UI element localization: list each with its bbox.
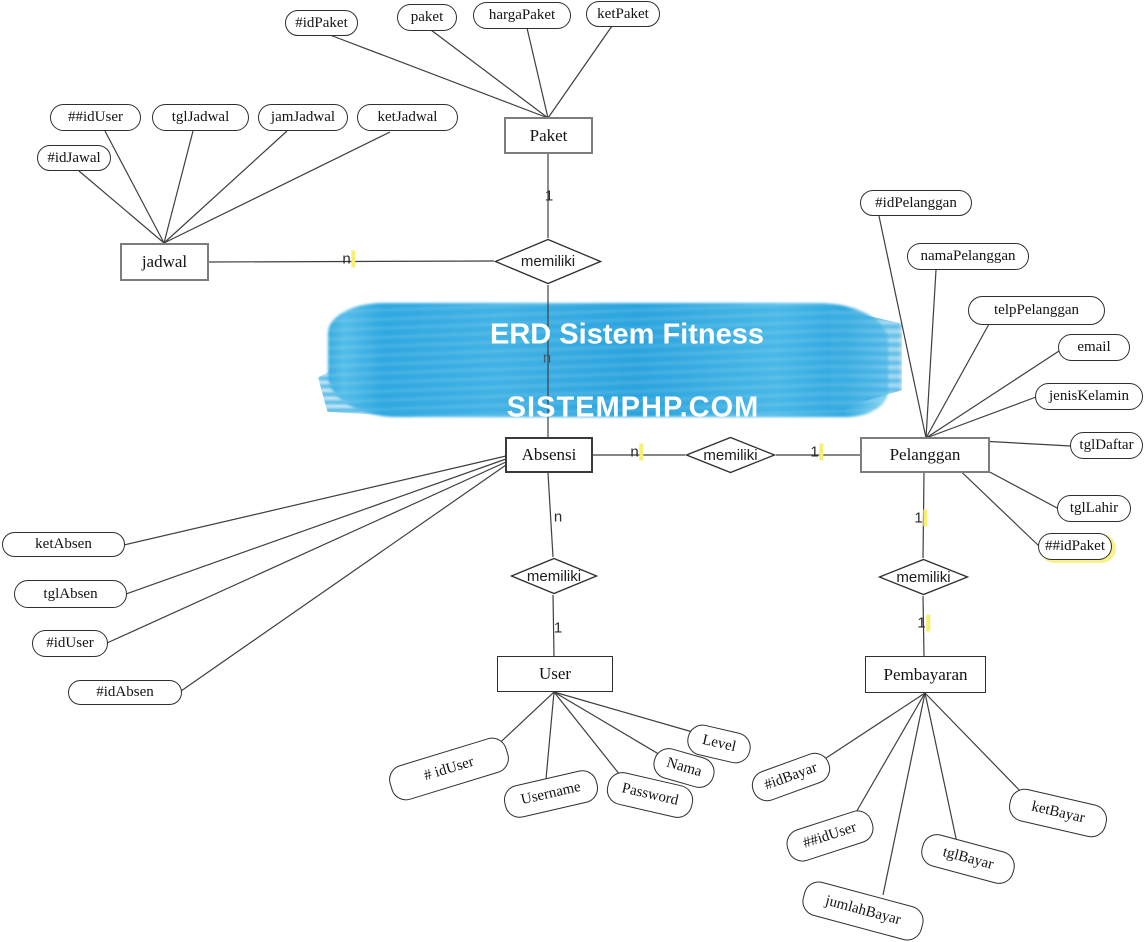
cardinality-paket-memiliki: 1 [544, 187, 554, 205]
relationship-memiliki-pelanggan-pembayaran: memiliki [878, 558, 969, 596]
attribute-idabsen: #idAbsen [68, 680, 182, 705]
attribute-idpaket: #idPaket [285, 10, 358, 36]
attribute-ketjadwal: ketJadwal [357, 104, 458, 131]
attribute-tglabsen: tglAbsen [14, 580, 127, 608]
brush-right-tail [830, 307, 902, 411]
attribute-iduser-jadwal: ##idUser [50, 104, 141, 131]
attribute-idpaket-pelanggan: ##idPaket [1038, 533, 1112, 560]
cardinality-pelanggan-memiliki: 1 [914, 510, 927, 527]
entity-jadwal: jadwal [120, 243, 209, 281]
attribute-hargapaket: hargaPaket [473, 2, 571, 29]
cardinality-absensi-memiliki: n [630, 444, 643, 461]
brush-core [328, 303, 888, 417]
cardinality-absensi-memiliki2: n [553, 508, 563, 526]
entity-pelanggan: Pelanggan [860, 437, 990, 473]
attribute-idjawal: #idJawal [37, 145, 111, 171]
cardinality-jadwal-memiliki: n [342, 251, 355, 268]
entity-user: User [497, 656, 613, 692]
entity-pembayaran: Pembayaran [865, 656, 986, 693]
entity-absensi: Absensi [505, 437, 593, 473]
relationship-label: memiliki [520, 253, 576, 270]
cardinality-memiliki-pembayaran: 1 [917, 615, 930, 632]
brush-stroke-banner [318, 299, 902, 425]
relationship-memiliki-absensi-user: memiliki [510, 557, 598, 595]
attribute-jeniskelamin: jenisKelamin [1035, 383, 1143, 410]
relationship-memiliki-absensi-pelanggan: memiliki [685, 436, 776, 474]
attribute-telppelanggan: telpPelanggan [968, 296, 1105, 325]
attribute-ketpaket: ketPaket [586, 1, 660, 27]
attribute-paket: paket [397, 4, 457, 31]
cardinality-memiliki-user: 1 [553, 619, 563, 637]
attribute-tgldaftar: tglDaftar [1070, 432, 1143, 459]
relationship-memiliki-paket-jadwal: memiliki [494, 238, 602, 285]
cardinality-memiliki-pelanggan: 1 [810, 444, 823, 461]
attribute-tgljadwal: tglJadwal [152, 104, 249, 131]
attribute-tgllahir: tglLahir [1057, 495, 1131, 522]
attribute-ketabsen: ketAbsen [2, 532, 125, 557]
website-watermark: SISTEMPHP.COM [506, 391, 760, 424]
cardinality-memiliki-absensi: n [542, 349, 552, 367]
entity-paket: Paket [504, 117, 593, 154]
diagram-title: ERD Sistem Fitness [490, 318, 764, 351]
attribute-jamjadwal: jamJadwal [258, 104, 348, 131]
relationship-label: memiliki [703, 446, 758, 464]
attribute-email: email [1058, 334, 1130, 361]
relationship-label: memiliki [896, 568, 951, 586]
attribute-iduser-absensi: #idUser [32, 630, 108, 657]
attribute-namapelanggan: namaPelanggan [907, 243, 1029, 270]
relationship-label: memiliki [526, 567, 582, 585]
attribute-idpelanggan: #idPelanggan [860, 190, 972, 216]
